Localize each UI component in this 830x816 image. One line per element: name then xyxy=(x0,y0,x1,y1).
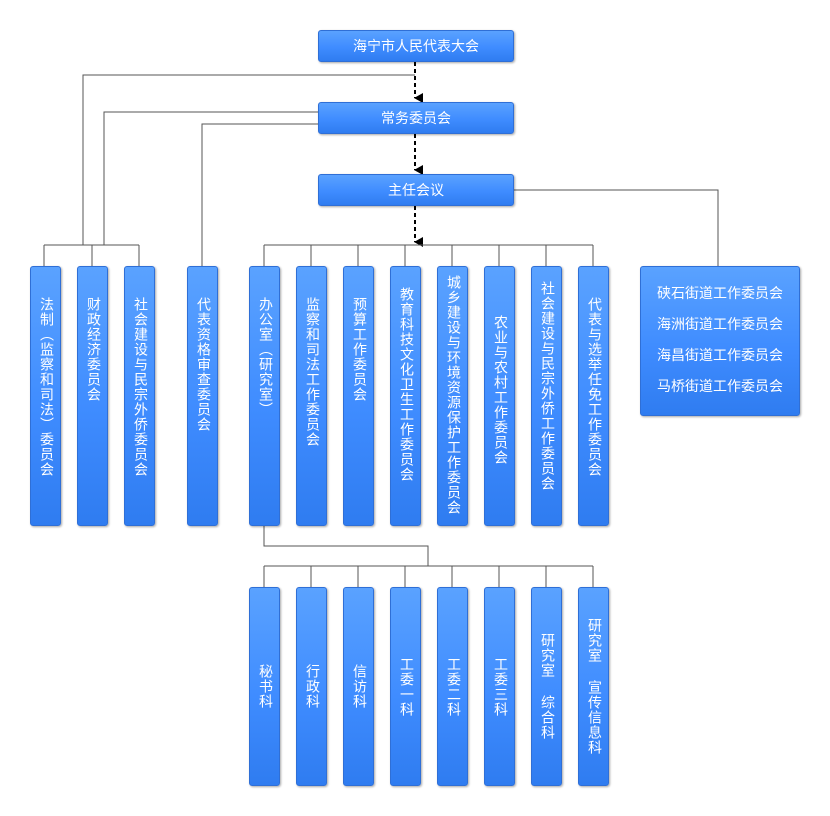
street-committee-label: 马桥街道工作委员会 xyxy=(657,379,783,395)
section-box-research-publicity[interactable]: 研究室 宣传信息科 xyxy=(578,587,609,786)
congress-box[interactable]: 海宁市人民代表大会 xyxy=(318,30,514,62)
street-committee-label: 海洲街道工作委员会 xyxy=(657,317,783,333)
street-committees-box[interactable]: 硖石街道工作委员会 海洲街道工作委员会 海昌街道工作委员会 马桥街道工作委员会 xyxy=(640,266,800,416)
section-label: 研究室 宣传信息科 xyxy=(586,618,602,755)
standing-committee-box[interactable]: 常务委员会 xyxy=(318,102,514,134)
section-box-committee-2[interactable]: 工委二科 xyxy=(437,587,468,786)
section-label: 行政科 xyxy=(304,664,320,709)
committee-label: 财政经济委员会 xyxy=(85,297,101,402)
section-label: 工委三科 xyxy=(492,656,508,717)
work-committee-label: 监察和司法工作委员会 xyxy=(304,297,320,447)
work-committee-label: 代表与选举任免工作委员会 xyxy=(586,297,602,477)
section-box-committee-1[interactable]: 工委一科 xyxy=(390,587,421,786)
work-committee-box-social[interactable]: 社会建设与民宗外侨工作委员会 xyxy=(531,266,562,526)
section-box-committee-3[interactable]: 工委三科 xyxy=(484,587,515,786)
street-committee-label: 海昌街道工作委员会 xyxy=(657,348,783,364)
qualification-committee-box[interactable]: 代表资格审查委员会 xyxy=(187,266,218,526)
work-committee-box-representatives[interactable]: 代表与选举任免工作委员会 xyxy=(578,266,609,526)
committee-label: 社会建设与民宗外侨委员会 xyxy=(132,297,148,477)
section-label: 信访科 xyxy=(351,664,367,709)
work-committee-label: 城乡建设与环境资源保护工作委员会 xyxy=(445,275,461,515)
work-committee-box-education[interactable]: 教育科技文化卫生工作委员会 xyxy=(390,266,421,526)
section-box-petitions[interactable]: 信访科 xyxy=(343,587,374,786)
directors-meeting-label: 主任会议 xyxy=(388,183,444,199)
work-committee-box-supervision[interactable]: 监察和司法工作委员会 xyxy=(296,266,327,526)
street-committee-label: 硖石街道工作委员会 xyxy=(657,286,783,302)
committee-box-social[interactable]: 社会建设与民宗外侨委员会 xyxy=(124,266,155,526)
section-label: 研究室 综合科 xyxy=(539,633,555,740)
work-committee-label: 教育科技文化卫生工作委员会 xyxy=(398,287,414,482)
section-label: 工委二科 xyxy=(445,656,461,717)
committee-label: 法制（监察和司法）委员会 xyxy=(38,297,54,477)
section-box-secretary[interactable]: 秘书科 xyxy=(249,587,280,786)
committee-box-legal[interactable]: 法制（监察和司法）委员会 xyxy=(30,266,61,526)
standing-committee-label: 常务委员会 xyxy=(381,111,451,127)
work-committee-label: 社会建设与民宗外侨工作委员会 xyxy=(539,281,555,491)
work-committee-box-office[interactable]: 办公室（研究室） xyxy=(249,266,280,526)
committee-box-finance[interactable]: 财政经济委员会 xyxy=(77,266,108,526)
work-committee-box-urban[interactable]: 城乡建设与环境资源保护工作委员会 xyxy=(437,266,468,526)
section-label: 秘书科 xyxy=(257,664,273,709)
directors-meeting-box[interactable]: 主任会议 xyxy=(318,174,514,206)
section-box-administration[interactable]: 行政科 xyxy=(296,587,327,786)
qualification-committee-label: 代表资格审查委员会 xyxy=(195,297,211,432)
work-committee-box-budget[interactable]: 预算工作委员会 xyxy=(343,266,374,526)
section-label: 工委一科 xyxy=(398,656,414,717)
solid-connectors xyxy=(43,74,719,587)
work-committee-box-agriculture[interactable]: 农业与农村工作委员会 xyxy=(484,266,515,526)
work-committee-label: 预算工作委员会 xyxy=(351,297,367,402)
congress-label: 海宁市人民代表大会 xyxy=(353,39,479,55)
work-committee-label: 办公室（研究室） xyxy=(257,297,273,417)
work-committee-label: 农业与农村工作委员会 xyxy=(492,315,508,465)
section-box-research-general[interactable]: 研究室 综合科 xyxy=(531,587,562,786)
